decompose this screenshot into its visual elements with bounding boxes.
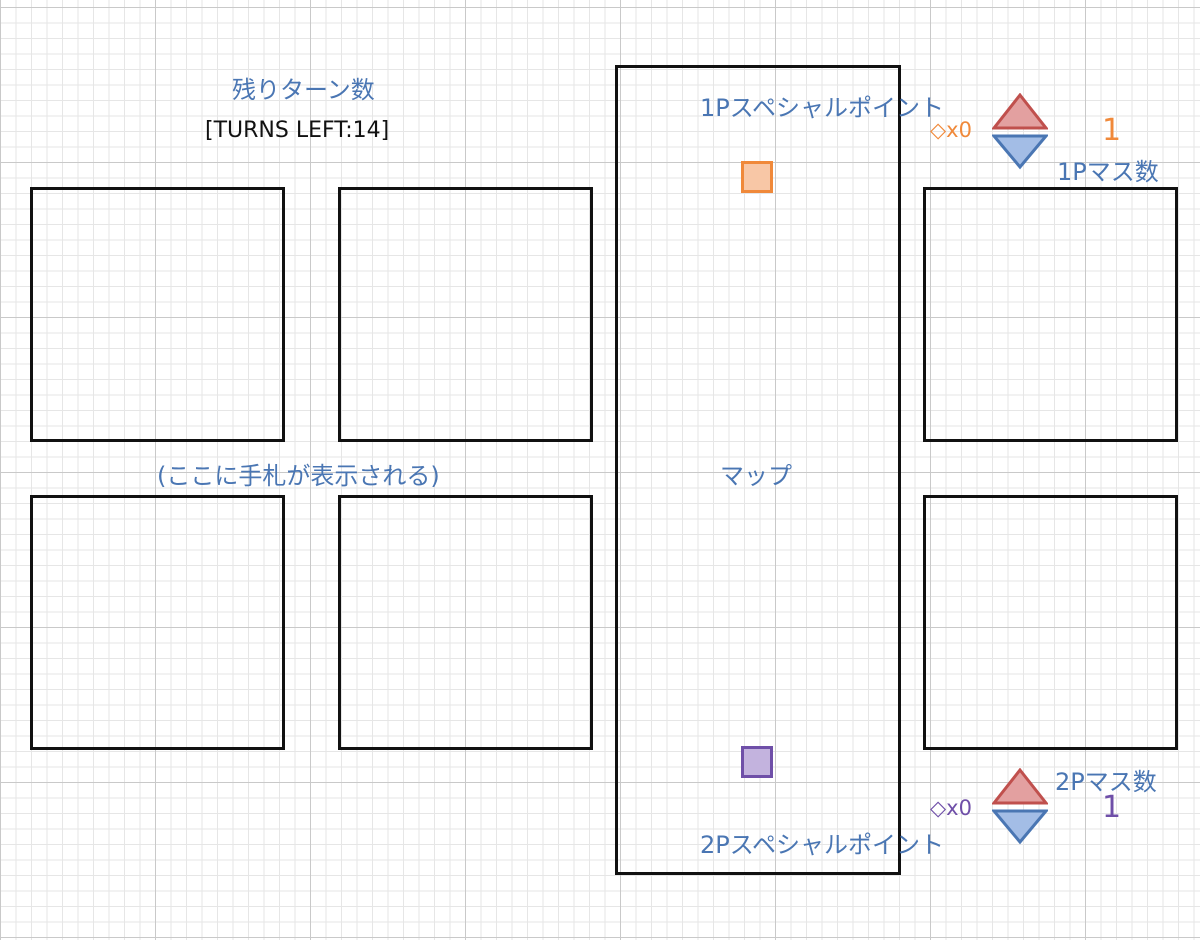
hand-label: (ここに手札が表示される) bbox=[157, 462, 440, 490]
player1-mass-label: 1Pマス数 bbox=[1057, 158, 1159, 186]
turns-left-counter: [TURNS LEFT:14] bbox=[205, 118, 390, 143]
player2-increase-icon[interactable] bbox=[992, 768, 1048, 806]
map-label: マップ bbox=[720, 462, 792, 490]
player2-special-count: ◇x0 bbox=[930, 796, 972, 820]
player2-mass-value: 1 bbox=[1102, 790, 1122, 825]
hand-card-slot-4[interactable] bbox=[338, 495, 593, 750]
player1-decrease-icon[interactable] bbox=[992, 134, 1048, 170]
hand-card-slot-1[interactable] bbox=[30, 187, 285, 442]
player1-increase-icon[interactable] bbox=[992, 93, 1048, 131]
player2-piece[interactable] bbox=[741, 746, 773, 778]
hand-card-slot-2[interactable] bbox=[338, 187, 593, 442]
hand-card-slot-3[interactable] bbox=[30, 495, 285, 750]
map-area[interactable] bbox=[615, 65, 901, 875]
field-card-slot-1[interactable] bbox=[923, 187, 1178, 442]
player2-special-point-label: 2Pスペシャルポイント bbox=[700, 831, 945, 859]
player1-special-point-label: 1Pスペシャルポイント bbox=[700, 94, 945, 122]
player1-piece[interactable] bbox=[741, 161, 773, 193]
player1-mass-value: 1 bbox=[1102, 113, 1122, 148]
player2-mass-label: 2Pマス数 bbox=[1055, 768, 1157, 796]
player1-special-count: ◇x0 bbox=[930, 118, 972, 142]
player2-decrease-icon[interactable] bbox=[992, 809, 1048, 845]
field-card-slot-2[interactable] bbox=[923, 495, 1178, 750]
turns-left-heading: 残りターン数 bbox=[232, 76, 375, 104]
